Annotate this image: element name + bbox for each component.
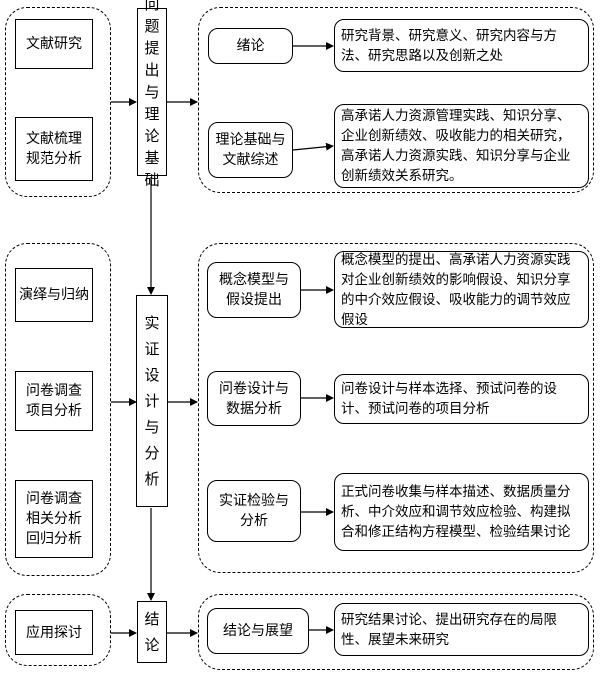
method-literature-review: 文献梳理 规范分析 [15, 117, 93, 181]
label-theory-literature: 理论基础与 文献综述 [208, 122, 293, 178]
methods-group-middle [5, 243, 111, 576]
method-deduction-induction: 演绎与归纳 [15, 268, 93, 322]
methods-group-bottom [5, 594, 111, 666]
detail-questionnaire-data: 问卷设计与样本选择、预试问卷的设计、预试问卷的项目分析 [334, 374, 589, 424]
stage-empirical-design: 实证设计与分析 [136, 295, 168, 507]
contents-group-top [198, 7, 594, 193]
stage-conclusion: 结论 [137, 601, 167, 663]
method-correlation-regression: 问卷调查 相关分析 回归分析 [15, 480, 93, 558]
label-conclusion-outlook: 结论与展望 [207, 608, 309, 654]
contents-group-bottom [198, 594, 594, 670]
stage-label: 结论 [144, 610, 160, 654]
detail-introduction: 研究背景、研究意义、研究内容与方法、研究思路以及创新之处 [334, 19, 589, 72]
stage-label: 实证设计与分析 [144, 314, 160, 488]
method-item-analysis: 问卷调查 项目分析 [15, 371, 93, 431]
label-empirical-test: 实证检验与 分析 [207, 480, 301, 542]
contents-group-middle [198, 243, 594, 573]
method-application: 应用探讨 [15, 610, 93, 655]
label-introduction: 绪论 [208, 28, 293, 64]
detail-theory-literature: 高承诺人力资源管理实践、知识分享、企业创新绩效、吸收能力的相关研究，高承诺人力资… [334, 104, 589, 188]
method-literature-research: 文献研究 [15, 19, 93, 69]
stage-problem-theory: 问题提出与理论基础 [137, 0, 167, 189]
detail-empirical-test: 正式问卷收集与样本描述、数据质量分析、中介效应和调节效应检验、构建拟合和修正结构… [334, 473, 589, 551]
stage-label: 问题提出与理论基础 [144, 0, 160, 189]
label-model-hypotheses: 概念模型与 假设提出 [207, 262, 301, 318]
detail-conclusion-outlook: 研究结果讨论、提出研究存在的局限性、展望未来研究 [334, 603, 589, 656]
detail-model-hypotheses: 概念模型的提出、高承诺人力资源实践对企业创新绩效的影响假设、知识分享的中介效应假… [334, 251, 589, 328]
label-questionnaire-data: 问卷设计与 数据分析 [207, 371, 301, 426]
methods-group-top [5, 7, 111, 197]
